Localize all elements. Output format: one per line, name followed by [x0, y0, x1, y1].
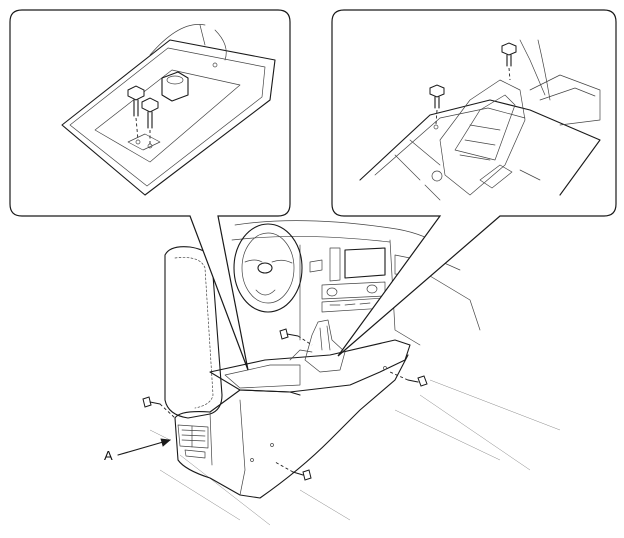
- steering-wheel: [233, 223, 303, 313]
- kia-logo-icon: [257, 262, 273, 274]
- detail-callout-left: [9, 9, 291, 371]
- label-a-leader: [117, 438, 171, 456]
- detail-bolt-1: [127, 85, 145, 141]
- screw-front-left: [279, 328, 313, 346]
- gear-shifter: [304, 319, 346, 373]
- rear-vents: [177, 424, 209, 459]
- screw-left-rear: [142, 396, 176, 419]
- armrest-cushion: [164, 246, 223, 419]
- detail-bolt-4: [501, 42, 517, 81]
- armrest-tray-detail: [61, 24, 276, 196]
- floor-lines: [149, 379, 561, 526]
- shifter-mechanism-detail: [359, 39, 601, 201]
- screw-bottom: [274, 461, 312, 481]
- detail-bolt-3: [429, 84, 445, 125]
- component-label-a: A: [104, 448, 113, 463]
- screw-right-side: [389, 371, 428, 387]
- detail-bolt-2: [141, 97, 159, 146]
- main-scene: [117, 220, 561, 526]
- center-console: [174, 319, 411, 499]
- detail-callout-right: [331, 9, 617, 357]
